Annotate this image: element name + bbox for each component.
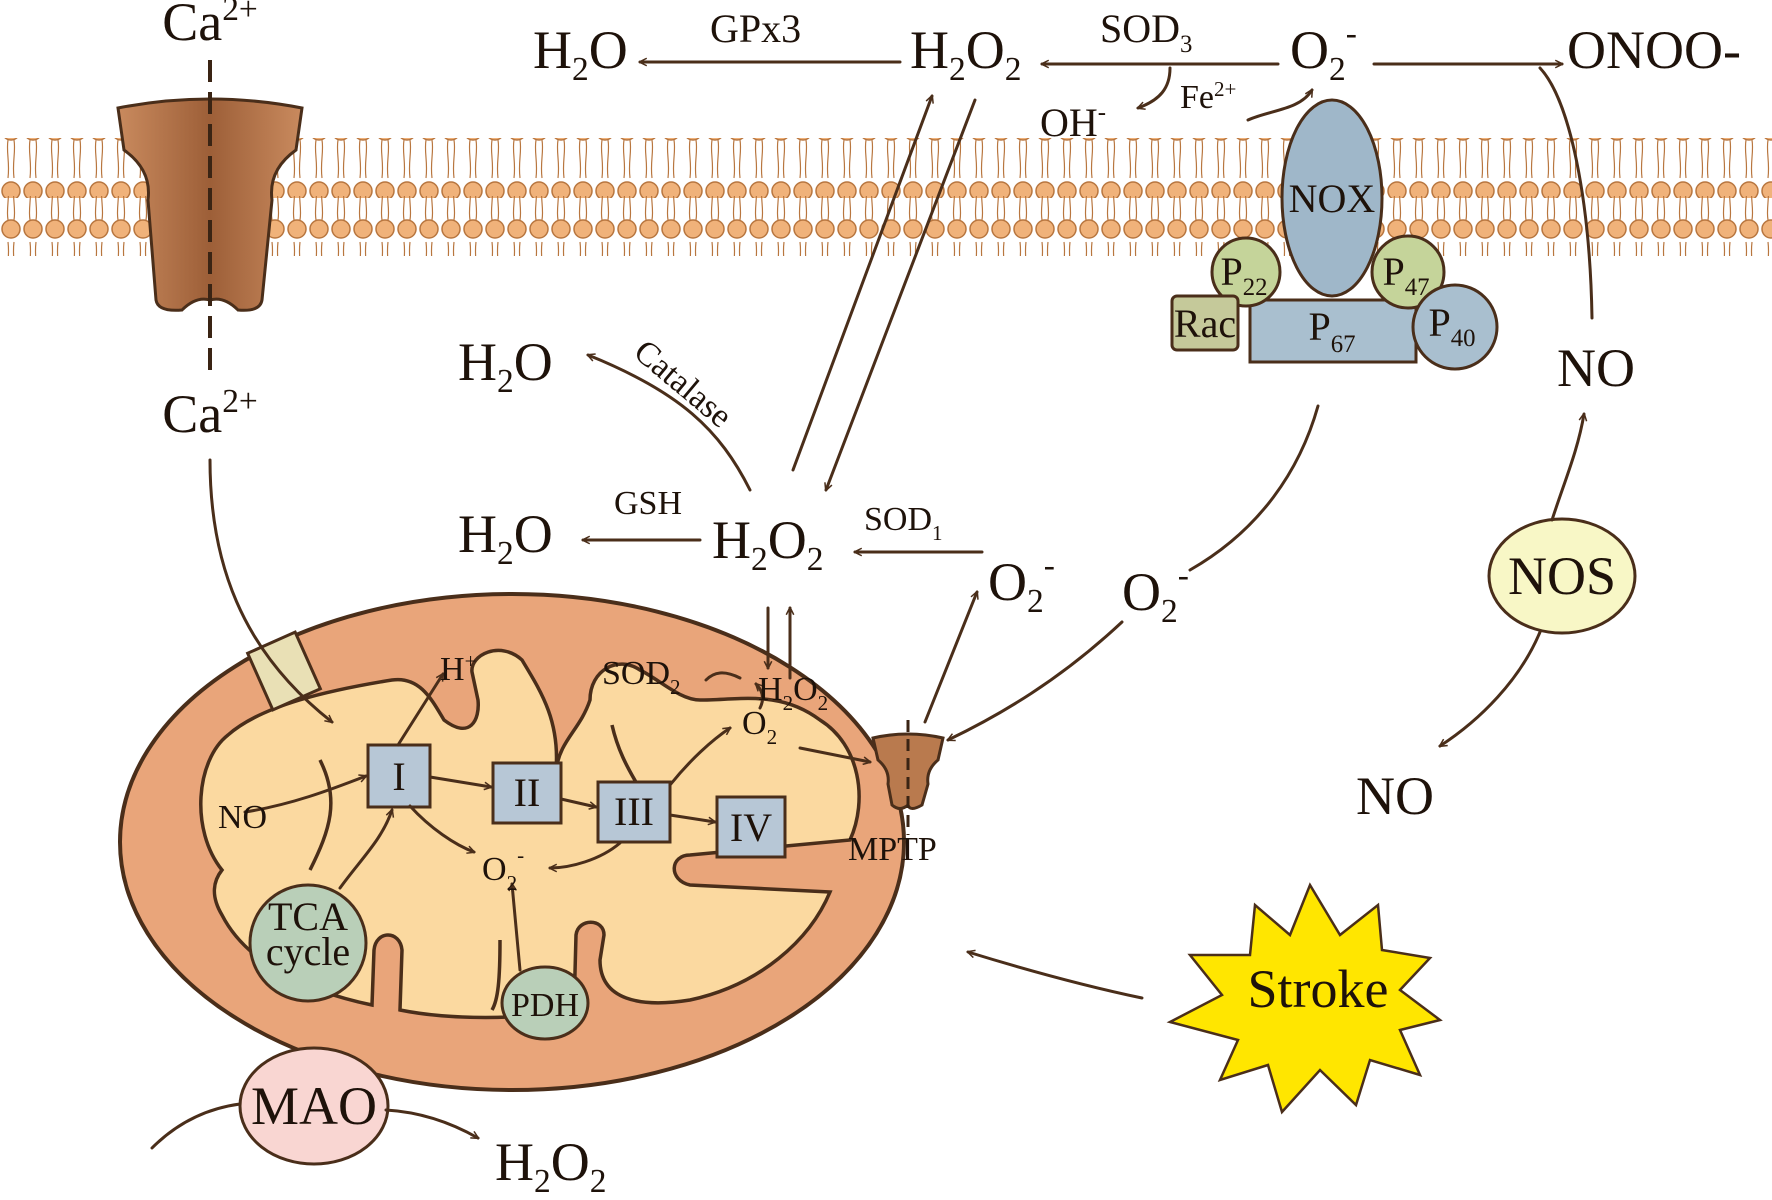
no-mito-label: NO [218,799,267,836]
proton-label: H+ [440,649,476,688]
svg-text:I: I [392,754,405,799]
h2o2-mito-label: H2O2 [758,671,828,715]
sod3-label: SOD3 [1100,6,1192,58]
arrow-o2-to-mptp-inner [798,746,870,762]
svg-text:Stroke: Stroke [1248,959,1389,1019]
mao: MAO [238,1046,390,1166]
arrow-i-to-ii [428,775,491,787]
arrow-mao-to-h2o2 [384,1108,478,1140]
mito-inner-membrane [199,648,861,1020]
superoxide-cytosol-a: O2- [988,547,1055,620]
arrow-iii-to-iv [668,813,715,822]
mptp-pore [871,720,945,835]
arrow-no-to-onoo [1538,66,1594,320]
cell-membrane [0,138,1772,256]
labels: Ca2+ H2O GPx3 H2O2 SOD3 O2- ONOO- OH- Fe… [162,0,1741,1200]
arrow-nos-to-no-right [1550,414,1584,522]
svg-text:NOS: NOS [1508,546,1616,606]
gpx3-label: GPx3 [710,6,801,51]
arrow-to-oh [1138,66,1172,108]
arrow-ca-into-mito [208,458,332,724]
peroxynitrite-label: ONOO- [1567,20,1741,80]
sod2-label: SOD2 [602,655,681,699]
arrow-h2o2-down [826,98,977,490]
complex-ii: II [491,761,563,825]
no-bottom-label: NO [1356,766,1434,826]
arrow-complex-i-to-o2 [408,804,474,852]
arrow-sod2-curve [704,671,742,682]
p67-subunit [1248,298,1418,364]
complex-iii: III [596,780,672,844]
mptp-label: MPTP [848,831,937,868]
h2o2-mao-product: H2O2 [495,1132,606,1200]
arrow-iii-to-o2 [550,841,622,868]
svg-text:PDH: PDH [511,987,579,1024]
h2o2-cytosol: H2O2 [712,510,823,578]
sod1-label: SOD1 [864,501,943,545]
arrows [150,62,1594,1150]
p47-subunit [1370,234,1446,310]
h2o2-extracellular: H2O2 [910,20,1021,88]
iron-label: Fe2+ [1180,77,1236,116]
p22-subunit [1210,236,1282,308]
arrow-into-mao [150,1102,242,1150]
complex-i: I [366,743,432,809]
nos: NOS [1487,517,1637,635]
svg-text:MAO: MAO [251,1076,377,1136]
no-right-label: NO [1557,338,1635,398]
h2o-gpx3-product: H2O [533,20,628,88]
p40-label: P40 [1428,300,1475,352]
svg-text:III: III [614,789,654,834]
arrow-no-to-complex-i [243,776,366,814]
stroke-event: Stroke [1166,882,1443,1115]
arrow-mptp-to-o2 [923,592,977,724]
superoxide-extracellular: O2- [1290,15,1357,88]
svg-text:cycle: cycle [266,929,350,974]
h2o-catalase-product: H2O [458,332,553,400]
superoxide-cytosol-b: O2- [1122,557,1189,630]
gsh-label: GSH [614,485,682,522]
nox-complex: NOX P67 P22 P47 P40 Rac [1170,98,1499,371]
arrow-complex-i-to-h [396,674,445,747]
arrow-nos-to-no-bottom [1440,630,1542,748]
rac-label: Rac [1174,301,1236,346]
arrow-tca-to-complex-i [338,810,392,890]
arrow-catalase [588,355,752,492]
ca-extracellular: Ca2+ [162,0,258,52]
arrow-ii-to-iii [559,797,596,807]
svg-text:II: II [514,770,541,815]
arrow-nox-to-o2 [1246,90,1314,122]
svg-text:IV: IV [730,805,772,850]
arrow-pdh-to-o2 [512,884,522,972]
p40-subunit [1411,283,1499,371]
tca-cycle: TCA cycle [248,883,368,1003]
rac-subunit [1170,294,1240,352]
superoxide-mito-label: O2- [482,843,524,895]
o2-mito-label: O2 [742,705,777,749]
calcium-channel [116,60,304,375]
nox-subunit [1280,98,1384,298]
nox-label: NOX [1289,176,1376,221]
arrow-o2-to-h2o2-mito [756,684,765,710]
svg-text:TCA: TCA [268,894,348,939]
pdh: PDH [500,965,590,1041]
arrow-iii-to-o2-sod2 [668,726,730,787]
catalase-label: Catalase [627,333,739,435]
complex-iv: IV [715,795,787,859]
arrow-o2-to-mptp [948,620,1124,742]
ca-intracellular: Ca2+ [162,383,258,444]
arrow-h2o2-up [791,96,932,472]
hydroxyl-label: OH- [1040,99,1106,145]
h2o-gsh-product: H2O [458,504,553,572]
p22-label: P22 [1220,249,1267,301]
p67-label: P67 [1308,304,1355,358]
arrow-stroke-to-mito [968,952,1144,1000]
arrow-nox-o2-line [1188,404,1320,572]
